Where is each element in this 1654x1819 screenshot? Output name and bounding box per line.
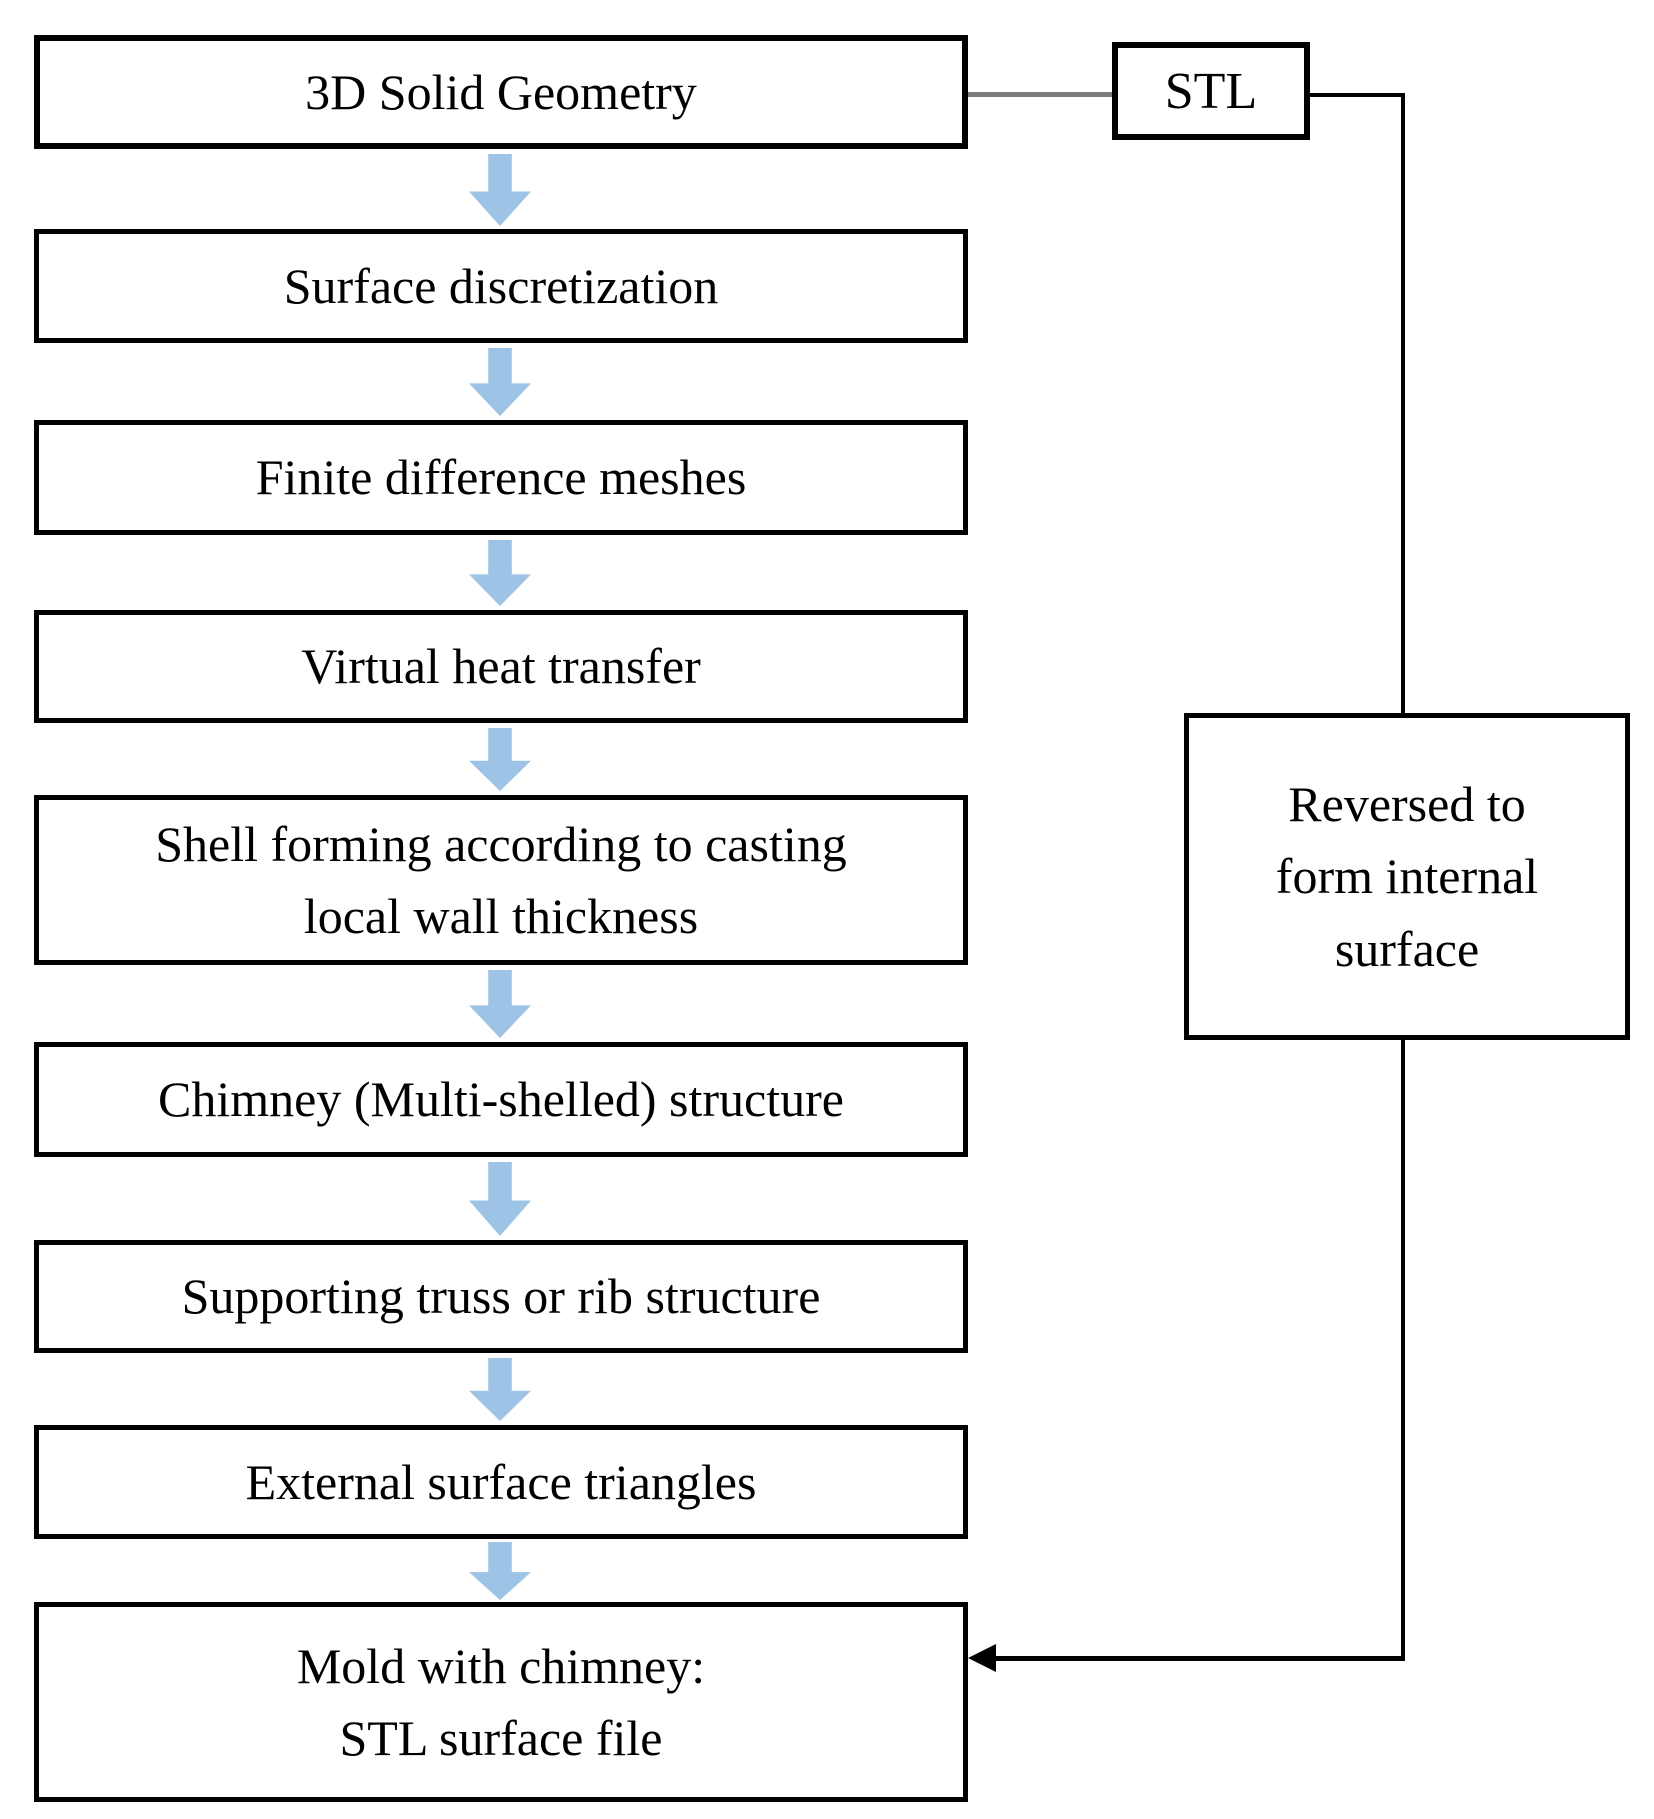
flow-box-shell-forming: Shell forming according to casting local… xyxy=(34,795,968,965)
flow-box-finite-difference-meshes: Finite difference meshes xyxy=(34,420,968,535)
reversed-to-form-internal-surface-box: Reversed to form internal surface xyxy=(1184,713,1630,1040)
down-arrow-icon xyxy=(469,970,531,1038)
left-arrowhead-icon xyxy=(968,1644,996,1672)
flow-box-virtual-heat-transfer: Virtual heat transfer xyxy=(34,610,968,723)
flow-box-surface-discretization: Surface discretization xyxy=(34,229,968,343)
feedback-line-bottom xyxy=(992,1656,1405,1661)
feedback-line-top xyxy=(1310,93,1405,97)
down-arrow-icon xyxy=(469,1162,531,1236)
feedback-line-vertical-lower xyxy=(1401,1040,1405,1658)
down-arrow-icon xyxy=(469,1542,531,1600)
down-arrow-icon xyxy=(469,348,531,416)
down-arrow-icon xyxy=(469,728,531,791)
down-arrow-icon xyxy=(469,154,531,226)
down-arrow-icon xyxy=(469,540,531,606)
flow-box-chimney-structure: Chimney (Multi-shelled) structure xyxy=(34,1042,968,1157)
stl-connector-line xyxy=(968,92,1112,97)
down-arrow-icon xyxy=(469,1358,531,1421)
flow-box-supporting-truss: Supporting truss or rib structure xyxy=(34,1240,968,1353)
feedback-line-vertical-upper xyxy=(1401,93,1405,715)
flow-box-external-surface-triangles: External surface triangles xyxy=(34,1425,968,1539)
flow-box-mold-with-chimney: Mold with chimney: STL surface file xyxy=(34,1602,968,1802)
stl-box: STL xyxy=(1112,42,1310,140)
flow-box-3d-solid-geometry: 3D Solid Geometry xyxy=(34,35,968,149)
